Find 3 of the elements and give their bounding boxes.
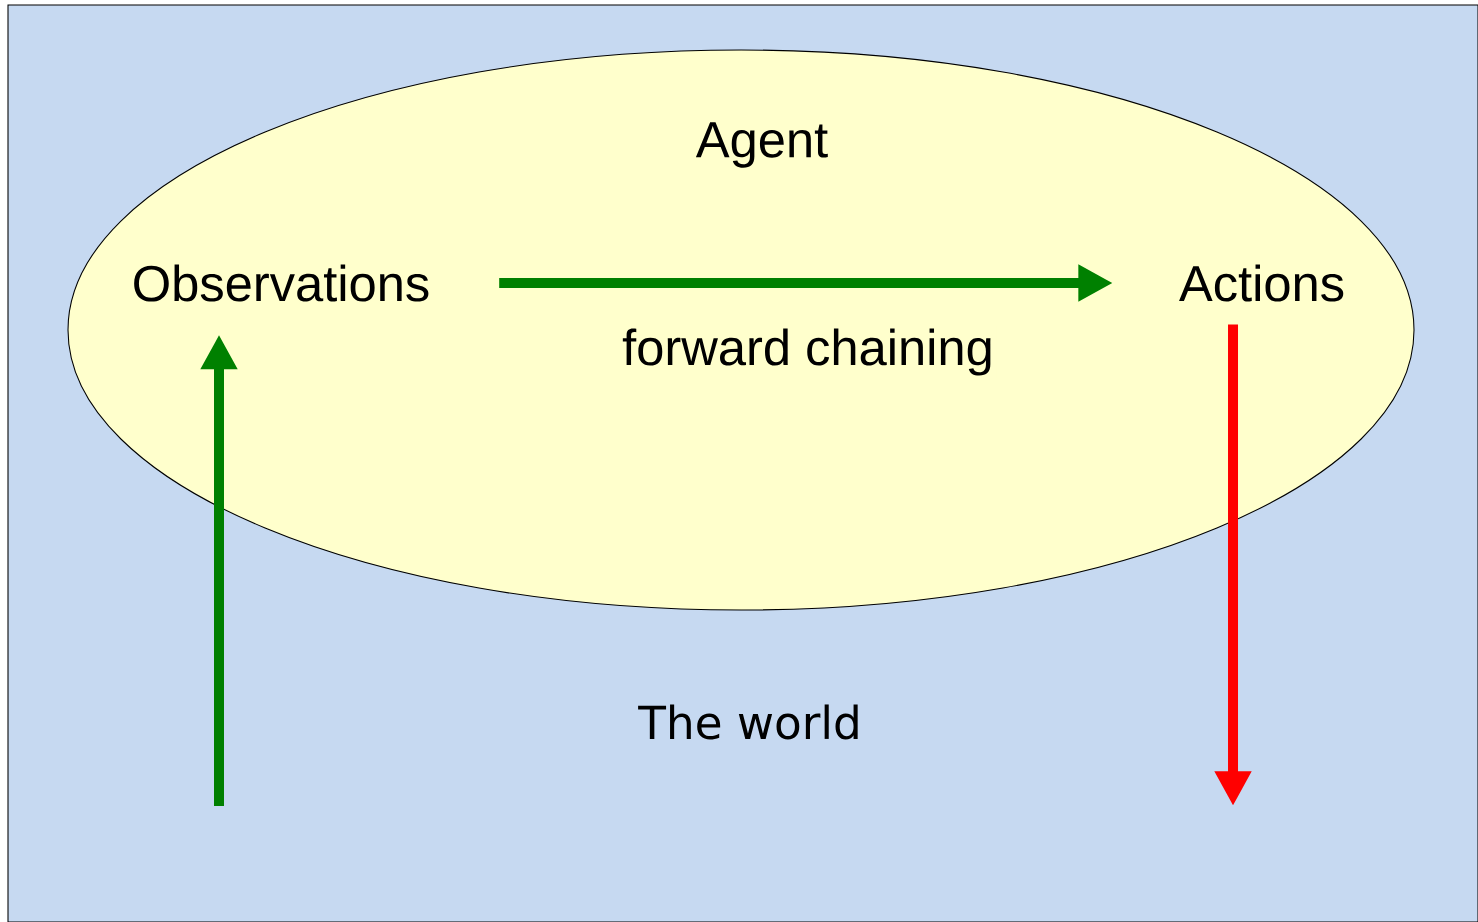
edge-label: forward chaining [619,325,997,379]
node-label: Observations [134,264,429,302]
node-label: Actions [1179,264,1344,302]
